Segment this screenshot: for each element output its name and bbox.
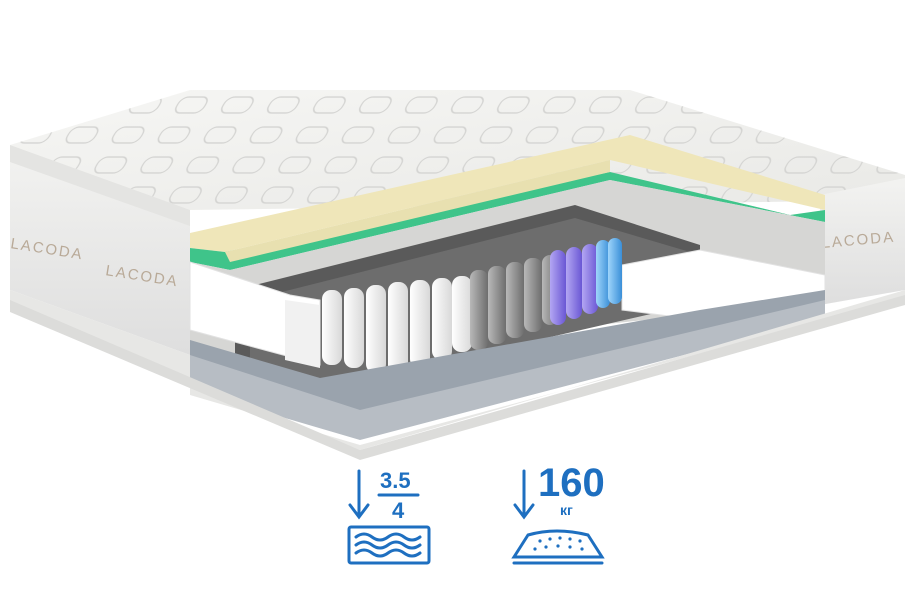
firmness-top-value: 3.5: [380, 468, 411, 493]
spring-zone-blue: [596, 238, 622, 308]
max-load-unit: кг: [560, 502, 573, 518]
pocket-springs: [322, 238, 622, 374]
brand-logo: LACODA: [821, 229, 896, 252]
mattress-side-right: LACODA: [820, 178, 905, 305]
spring-zone-white: [322, 276, 472, 374]
bottom-felt: [190, 290, 825, 425]
firmness-bottom-value: 4: [392, 498, 405, 523]
foam-layer: [190, 172, 825, 270]
spring-zone-purple: [550, 244, 598, 325]
mattress-side-left: LACODA LACODA: [9, 145, 190, 355]
mattress-top-cover: [10, 90, 905, 210]
firmness-spring-icon: [347, 469, 431, 565]
max-load-value: 160: [538, 461, 605, 505]
weight-load-icon: [511, 469, 605, 565]
mattress-bottom-cover: [10, 290, 905, 450]
latex-layer: [190, 135, 825, 252]
